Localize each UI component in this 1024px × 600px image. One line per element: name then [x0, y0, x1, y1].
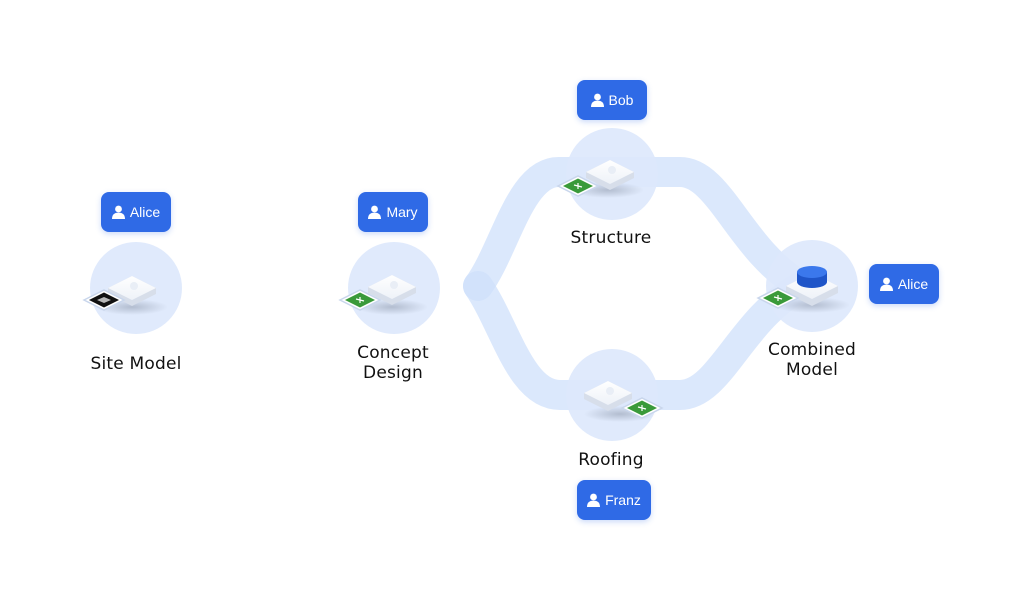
user-name: Franz — [605, 492, 641, 508]
user-icon — [587, 493, 601, 507]
model-device-combined-model — [756, 266, 850, 313]
model-tile-icon — [556, 175, 600, 197]
model-device-roofing — [584, 381, 664, 422]
model-device-structure — [556, 160, 644, 198]
user-name: Bob — [608, 92, 634, 108]
user-name: Alice — [897, 276, 929, 292]
user-icon — [879, 277, 893, 291]
node-label-roofing: Roofing — [578, 450, 644, 470]
node-label-site-model: Site Model — [90, 354, 182, 374]
user-name: Alice — [129, 204, 161, 220]
user-badge-site-model[interactable]: Alice — [101, 192, 171, 232]
user-badge-structure[interactable]: Bob — [577, 80, 647, 120]
model-device-site-model — [82, 276, 168, 315]
model-tile-icon — [756, 287, 800, 309]
user-name: Mary — [386, 204, 418, 220]
model-tile-icon — [82, 289, 126, 311]
user-icon — [111, 205, 125, 219]
flow-concept-to-structure — [463, 157, 815, 301]
model-tile-icon — [338, 289, 382, 311]
node-label-combined-model: Combined Model — [768, 340, 856, 380]
flow-paths — [135, 157, 815, 410]
node-label-concept-design: Concept Design — [357, 343, 429, 383]
user-icon — [368, 205, 382, 219]
user-icon — [590, 93, 604, 107]
flow-concept-to-roofing — [463, 271, 815, 410]
user-badge-roofing[interactable]: Franz — [577, 480, 651, 520]
node-label-structure: Structure — [570, 228, 652, 248]
user-badge-concept-design[interactable]: Mary — [358, 192, 428, 232]
model-device-concept-design — [338, 275, 428, 315]
model-tile-icon — [620, 397, 664, 419]
user-badge-combined-model[interactable]: Alice — [869, 264, 939, 304]
database-icon — [797, 266, 827, 288]
